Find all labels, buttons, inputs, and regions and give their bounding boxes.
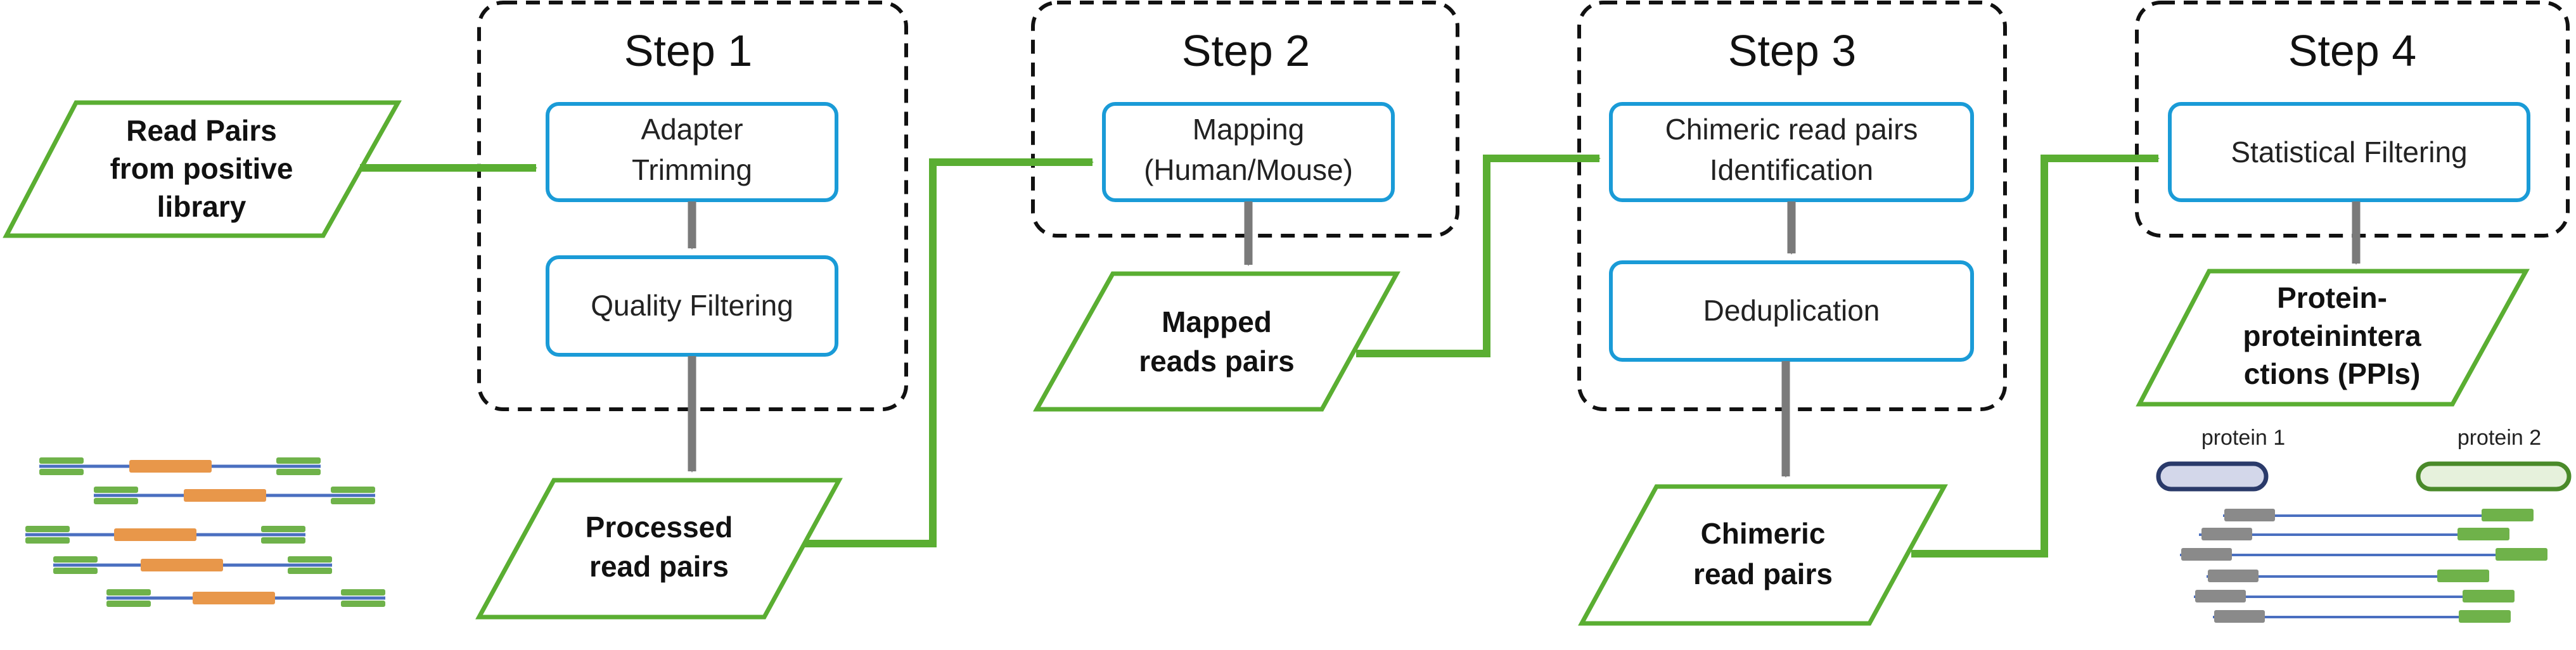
protein-1-fragment (2214, 610, 2265, 623)
protein-interaction-illustration: protein 1 protein 2 (2156, 426, 2572, 623)
protein-1-fragment (2224, 509, 2275, 521)
read-ligation-segment (193, 592, 275, 604)
chimeric-label-line2: read pairs (1693, 558, 1833, 590)
read-end-segment (288, 568, 332, 574)
read-end-segment (341, 589, 385, 596)
input-read-pairs-node: Read Pairs from positive library (3, 100, 402, 238)
processed-label-line1: Processed (586, 511, 733, 544)
read-end-segment (94, 487, 138, 493)
process-label: Statistical Filtering (2231, 136, 2467, 169)
read-end-segment (261, 537, 305, 544)
process-label-line2: Identification (1710, 153, 1873, 186)
step-1-group: Step 1 (477, 1, 908, 411)
step-1-container (477, 1, 908, 411)
process-deduplication: Deduplication (1609, 260, 1974, 362)
process-label: Quality Filtering (591, 289, 793, 322)
protein-2-shape (2416, 461, 2572, 492)
mapped-label-line1: Mapped (1162, 305, 1272, 338)
ppis-label-line2: proteinintera (2243, 319, 2421, 352)
protein-2-fragment (2457, 528, 2509, 540)
process-label-line1: Mapping (1193, 113, 1304, 146)
read-end-segment (94, 498, 138, 504)
process-statistical-filtering: Statistical Filtering (2168, 102, 2530, 202)
processed-read-pairs-node: Processed read pairs (475, 478, 843, 620)
step-1-title: Step 1 (624, 26, 752, 75)
read-end-segment (25, 537, 70, 544)
ppis-output-node: Protein- proteinintera ctions (PPIs) (2136, 269, 2530, 407)
protein-1-label: protein 1 (2201, 426, 2285, 450)
read-ligation-segment (141, 559, 223, 571)
step-2-title: Step 2 (1182, 26, 1310, 75)
process-label: Deduplication (1703, 294, 1880, 327)
mapped-label-line2: reads pairs (1139, 345, 1294, 378)
process-label-line1: Adapter (641, 113, 743, 146)
input-label-line2: from positive (110, 152, 293, 185)
arrow-mapped-to-chimeric-id (1356, 155, 1601, 357)
chimeric-label-line1: Chimeric (1701, 517, 1826, 550)
protein-2-fragment (2482, 509, 2534, 521)
step-2-group: Step 2 (1031, 1, 1459, 238)
step-3-container (1577, 1, 2007, 411)
protein-2-fragment (2463, 590, 2515, 602)
read-end-segment (288, 556, 332, 563)
read-ligation-segment (114, 528, 196, 541)
read-end-segment (53, 568, 98, 574)
chimeric-reads-illustration (2180, 509, 2547, 623)
processed-label-line2: read pairs (589, 550, 729, 583)
step-3-title: Step 3 (1728, 26, 1856, 75)
protein-1-fragment (2181, 548, 2232, 561)
chimeric-read-pairs-node: Chimeric read pairs (1578, 484, 1948, 626)
read-end-segment (39, 469, 84, 475)
read-end-segment (341, 601, 385, 607)
protein-2-fragment (2437, 570, 2489, 582)
process-label-line2: Trimming (632, 153, 752, 186)
process-chimeric-identification: Chimeric read pairs Identification (1609, 102, 1974, 202)
process-mapping: Mapping (Human/Mouse) (1102, 102, 1395, 202)
process-label-line1: Chimeric read pairs (1665, 113, 1918, 146)
protein-2-label: protein 2 (2457, 426, 2541, 450)
read-end-segment (331, 498, 375, 504)
read-end-segment (39, 457, 84, 464)
process-label-line2: (Human/Mouse) (1144, 153, 1353, 186)
protein-1-fragment (2201, 528, 2252, 540)
read-end-segment (106, 589, 151, 596)
protein-2-fragment (2496, 548, 2547, 561)
protein-1-fragment (2195, 590, 2246, 602)
input-label-line1: Read Pairs (126, 114, 277, 147)
read-end-segment (331, 487, 375, 493)
read-end-segment (25, 526, 70, 532)
arrow-chimeric-to-statistical (1911, 155, 2160, 558)
process-quality-filtering: Quality Filtering (546, 255, 838, 357)
read-end-segment (276, 469, 321, 475)
read-ligation-segment (184, 489, 266, 502)
read-end-segment (106, 601, 151, 607)
read-ligation-segment (129, 460, 212, 473)
input-label-line3: library (157, 190, 247, 223)
ppis-label-line3: ctions (PPIs) (2244, 357, 2421, 390)
read-end-segment (276, 457, 321, 464)
step-4-title: Step 4 (2288, 26, 2416, 75)
read-end-segment (53, 556, 98, 563)
process-adapter-trimming: Adapter Trimming (546, 102, 838, 202)
read-pairs-illustration (25, 457, 385, 607)
mapped-read-pairs-node: Mapped reads pairs (1033, 271, 1400, 412)
step-3-group: Step 3 (1577, 1, 2007, 411)
arrow-processed-to-mapping (805, 158, 1094, 547)
ppis-label-line1: Protein- (2277, 281, 2387, 314)
read-end-segment (261, 526, 305, 532)
protein-1-shape (2156, 461, 2269, 492)
protein-2-fragment (2459, 610, 2511, 623)
protein-1-fragment (2208, 570, 2259, 582)
